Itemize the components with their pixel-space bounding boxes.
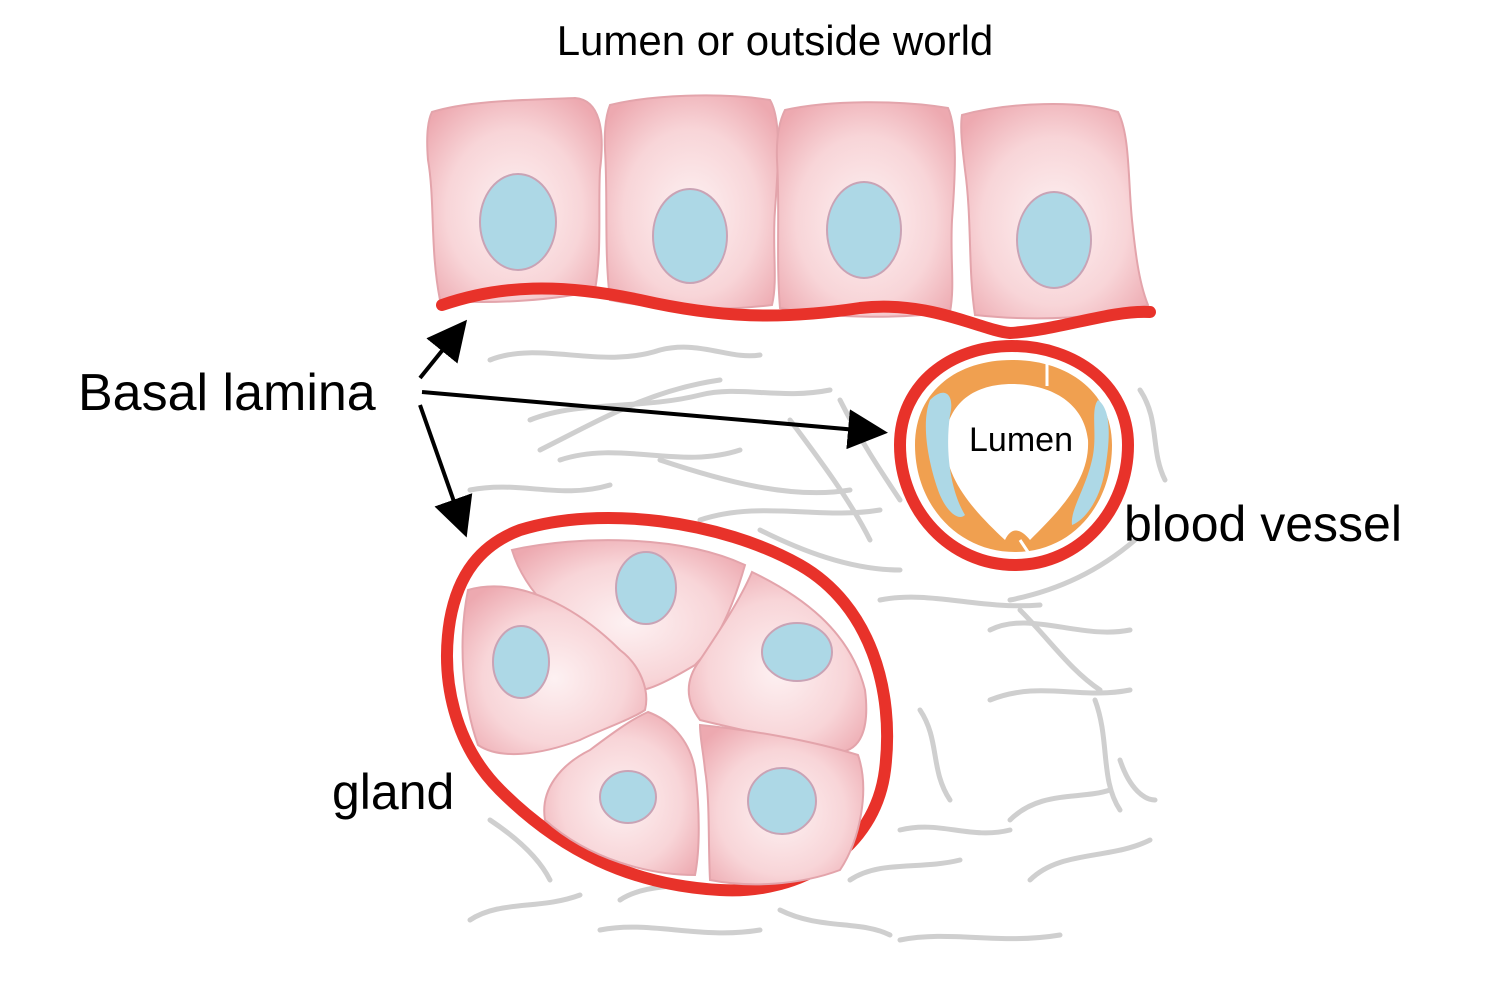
arrow-to-gland-lamina: [418, 404, 473, 538]
arrow-to-vessel-lamina: [421, 390, 888, 450]
nucleus: [599, 770, 657, 824]
nucleus: [761, 622, 833, 682]
label-basal-lamina: Basal lamina: [78, 364, 376, 422]
label-lumen-outside-world: Lumen or outside world: [557, 17, 994, 64]
label-vessel-lumen: Lumen: [969, 421, 1073, 459]
nucleus: [615, 551, 677, 625]
nucleus: [652, 188, 728, 284]
label-blood-vessel: blood vessel: [1124, 496, 1402, 552]
nucleus: [747, 767, 817, 835]
arrow-to-epithelial-lamina: [418, 319, 468, 380]
label-arrows: [418, 319, 888, 538]
label-gland: gland: [332, 764, 454, 820]
blood-vessel: [893, 339, 1135, 572]
nucleus: [1016, 191, 1092, 289]
gland-cell: [461, 585, 648, 755]
endothelial-nucleus: [1071, 400, 1109, 525]
epithelial-layer: [426, 94, 1150, 320]
endothelial-wall: [915, 360, 1112, 552]
endothelial-cell-junction: [1018, 539, 1030, 553]
nucleus: [492, 625, 550, 699]
nucleus: [479, 173, 557, 271]
nucleus: [826, 181, 902, 279]
basal-lamina-epithelium: [436, 282, 1156, 340]
endothelial-nucleus: [925, 392, 965, 518]
gland: [441, 511, 894, 897]
